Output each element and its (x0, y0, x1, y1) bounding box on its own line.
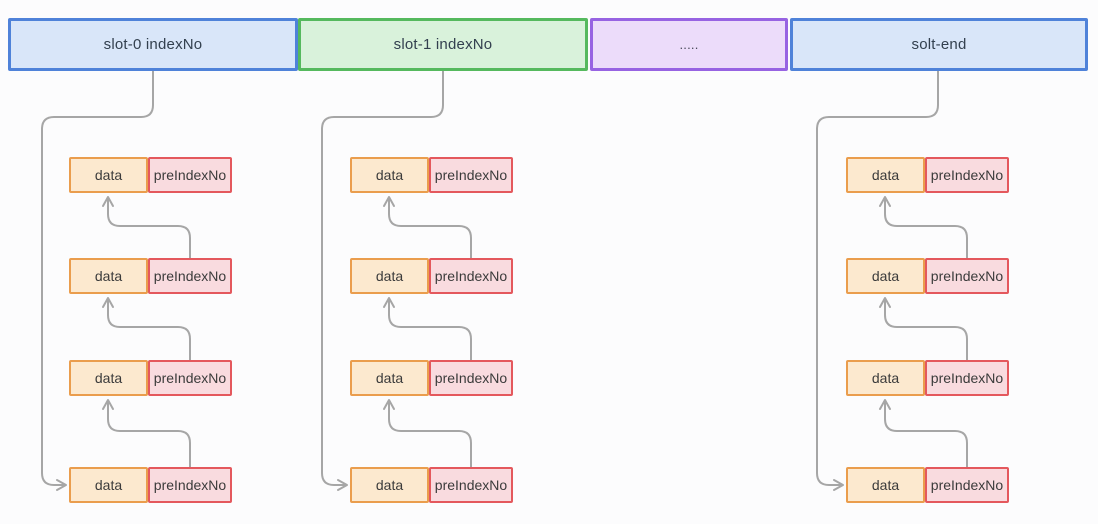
preindexno-cell: preIndexNo (925, 360, 1009, 396)
node-col2-row0: data preIndexNo (846, 157, 1009, 193)
data-cell: data (350, 157, 429, 193)
preindexno-cell: preIndexNo (148, 360, 232, 396)
data-cell: data (846, 258, 925, 294)
chain-arrow (383, 196, 472, 258)
slot-header-1: slot-1 indexNo (298, 18, 588, 71)
node-col1-row2: data preIndexNo (350, 360, 513, 396)
node-col1-row1: data preIndexNo (350, 258, 513, 294)
preindexno-cell: preIndexNo (429, 258, 513, 294)
data-cell: data (350, 467, 429, 503)
data-cell: data (69, 157, 148, 193)
chain-arrow (879, 196, 968, 258)
node-col1-row3: data preIndexNo (350, 467, 513, 503)
chain-arrow (383, 399, 472, 467)
node-col2-row3: data preIndexNo (846, 467, 1009, 503)
data-cell: data (350, 360, 429, 396)
data-cell: data (846, 360, 925, 396)
slot-header-ellipsis: ..... (590, 18, 788, 71)
preindexno-cell: preIndexNo (148, 258, 232, 294)
chain-arrow (383, 297, 472, 360)
node-col0-row3: data preIndexNo (69, 467, 232, 503)
data-cell: data (350, 258, 429, 294)
chain-arrow (102, 399, 191, 467)
preindexno-cell: preIndexNo (925, 258, 1009, 294)
node-col2-row2: data preIndexNo (846, 360, 1009, 396)
chain-arrow (879, 399, 968, 467)
node-col0-row0: data preIndexNo (69, 157, 232, 193)
data-cell: data (846, 157, 925, 193)
preindexno-cell: preIndexNo (925, 157, 1009, 193)
preindexno-cell: preIndexNo (429, 467, 513, 503)
preindexno-cell: preIndexNo (925, 467, 1009, 503)
data-cell: data (69, 467, 148, 503)
data-cell: data (69, 360, 148, 396)
data-cell: data (846, 467, 925, 503)
slot-header-end: solt-end (790, 18, 1088, 71)
slot-header-0: slot-0 indexNo (8, 18, 298, 71)
node-col0-row1: data preIndexNo (69, 258, 232, 294)
node-col1-row0: data preIndexNo (350, 157, 513, 193)
node-col2-row1: data preIndexNo (846, 258, 1009, 294)
preindexno-cell: preIndexNo (429, 360, 513, 396)
preindexno-cell: preIndexNo (148, 467, 232, 503)
preindexno-cell: preIndexNo (429, 157, 513, 193)
preindexno-cell: preIndexNo (148, 157, 232, 193)
chain-arrow (879, 297, 968, 360)
chain-arrow (102, 297, 191, 360)
chain-arrow (102, 196, 191, 258)
data-cell: data (69, 258, 148, 294)
node-col0-row2: data preIndexNo (69, 360, 232, 396)
